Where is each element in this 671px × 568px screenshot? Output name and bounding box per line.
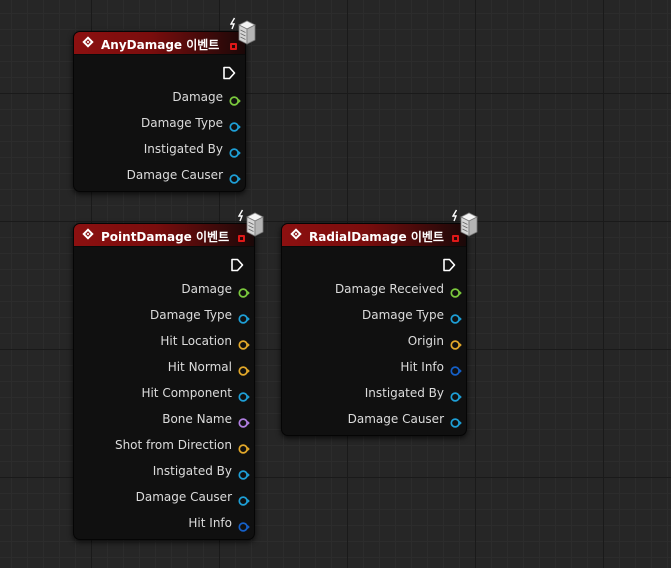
data-pin-icon[interactable] — [238, 492, 250, 506]
pin-row[interactable]: Damage Causer — [74, 488, 254, 508]
pin-label: Bone Name — [162, 412, 232, 426]
pin-row[interactable]: Damage Received — [282, 280, 466, 300]
pin-row[interactable]: Damage Type — [74, 114, 245, 134]
node-header[interactable]: AnyDamage 이벤트 — [74, 32, 245, 55]
event-diamond-icon — [82, 36, 94, 48]
event-diamond-icon — [290, 228, 302, 240]
data-pin-icon[interactable] — [229, 144, 241, 158]
data-pin-icon[interactable] — [450, 336, 462, 350]
pin-label: Damage — [181, 282, 232, 296]
pin-label: Damage Type — [140, 116, 223, 130]
node-title: AnyDamage 이벤트 — [101, 38, 220, 52]
pin-row[interactable]: Damage — [74, 280, 254, 300]
data-pin-icon[interactable] — [238, 518, 250, 532]
exec-output-pin-icon[interactable] — [442, 257, 456, 272]
data-pin-icon[interactable] — [229, 92, 241, 106]
pin-label: Damage — [172, 90, 223, 104]
pin-row[interactable]: Origin — [282, 332, 466, 352]
data-pin-icon[interactable] — [238, 414, 250, 428]
data-pin-icon[interactable] — [238, 440, 250, 454]
pin-label: Damage Causer — [347, 412, 444, 426]
data-pin-icon[interactable] — [450, 284, 462, 298]
pin-label: Damage Type — [149, 308, 232, 322]
node-title: RadialDamage 이벤트 — [309, 230, 444, 244]
delegate-pin-icon[interactable] — [238, 235, 245, 242]
pin-row[interactable]: Instigated By — [282, 384, 466, 404]
pin-row[interactable]: Hit Component — [74, 384, 254, 404]
pin-label: Instigated By — [364, 386, 444, 400]
node-title: PointDamage 이벤트 — [101, 230, 230, 244]
pin-label: Shot from Direction — [114, 438, 232, 452]
pin-row[interactable]: Bone Name — [74, 410, 254, 430]
data-pin-icon[interactable] — [450, 388, 462, 402]
server-network-icon — [229, 17, 256, 45]
server-network-icon — [237, 209, 264, 237]
pin-label: Hit Info — [400, 360, 444, 374]
data-pin-icon[interactable] — [450, 310, 462, 324]
data-pin-icon[interactable] — [238, 284, 250, 298]
exec-output-pin-icon[interactable] — [222, 65, 236, 80]
pin-label: Instigated By — [152, 464, 232, 478]
pin-row[interactable]: Damage — [74, 88, 245, 108]
data-pin-icon[interactable] — [238, 310, 250, 324]
pin-row[interactable]: Shot from Direction — [74, 436, 254, 456]
pin-label: Damage Causer — [126, 168, 223, 182]
pin-row[interactable]: Hit Normal — [74, 358, 254, 378]
pin-label: Hit Component — [141, 386, 232, 400]
data-pin-icon[interactable] — [238, 336, 250, 350]
pin-row[interactable]: Damage Type — [282, 306, 466, 326]
delegate-pin-icon[interactable] — [452, 235, 459, 242]
pin-label: Instigated By — [143, 142, 223, 156]
pin-label: Damage Type — [361, 308, 444, 322]
data-pin-icon[interactable] — [229, 170, 241, 184]
server-network-icon — [451, 209, 478, 237]
pin-label: Damage Received — [334, 282, 444, 296]
pin-label: Hit Location — [160, 334, 232, 348]
data-pin-icon[interactable] — [229, 118, 241, 132]
data-pin-icon[interactable] — [238, 388, 250, 402]
pin-row[interactable]: Hit Location — [74, 332, 254, 352]
pin-row[interactable]: Damage Causer — [282, 410, 466, 430]
pin-row[interactable]: Hit Info — [282, 358, 466, 378]
event-diamond-icon — [82, 228, 94, 240]
pin-row[interactable]: Hit Info — [74, 514, 254, 534]
data-pin-icon[interactable] — [450, 362, 462, 376]
data-pin-icon[interactable] — [238, 362, 250, 376]
data-pin-icon[interactable] — [238, 466, 250, 480]
pin-label: Hit Info — [188, 516, 232, 530]
pin-row[interactable]: Instigated By — [74, 140, 245, 160]
pin-row[interactable]: Instigated By — [74, 462, 254, 482]
exec-output-pin-icon[interactable] — [230, 257, 244, 272]
pin-label: Damage Causer — [135, 490, 232, 504]
node-header[interactable]: PointDamage 이벤트 — [74, 224, 254, 247]
pin-row[interactable]: Damage Type — [74, 306, 254, 326]
pin-label: Origin — [407, 334, 444, 348]
pin-row[interactable]: Damage Causer — [74, 166, 245, 186]
delegate-pin-icon[interactable] — [230, 43, 237, 50]
data-pin-icon[interactable] — [450, 414, 462, 428]
node-header[interactable]: RadialDamage 이벤트 — [282, 224, 466, 247]
pin-label: Hit Normal — [167, 360, 232, 374]
